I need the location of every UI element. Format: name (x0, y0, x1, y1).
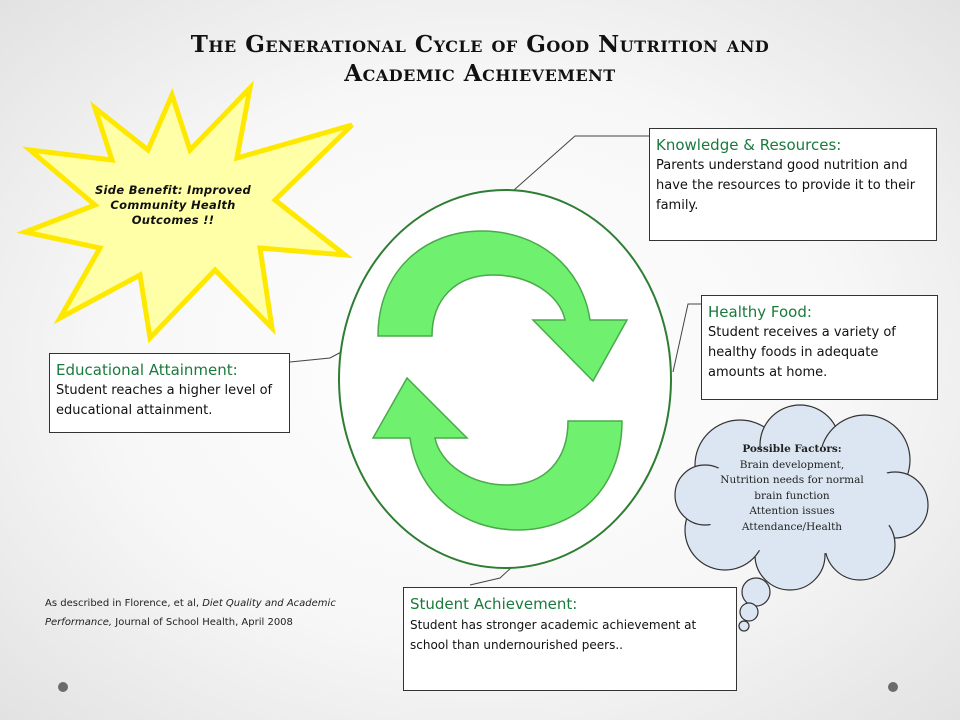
cycle-arrow-top (377, 230, 629, 383)
connector-student (469, 566, 513, 586)
healthy-food-body: Student receives a variety of healthy fo… (708, 325, 896, 380)
connector-food (672, 303, 701, 373)
bullet-dot-icon (888, 682, 898, 692)
starburst-shape (16, 80, 354, 344)
knowledge-resources-box: Knowledge & Resources: Parents understan… (649, 128, 937, 241)
student-body: Student has stronger academic achievemen… (410, 618, 697, 652)
healthy-food-box: Healthy Food: Student receives a variety… (701, 295, 938, 400)
citation-title: Diet Quality and Academic Performance, (45, 598, 336, 628)
connector-knowledge (513, 135, 649, 191)
cloud-line: Attention issues (749, 505, 835, 517)
thought-cloud (674, 404, 929, 591)
cycle-arrow-bottom (371, 376, 623, 531)
cloud-bubble-medium (739, 602, 759, 622)
healthy-food-heading: Healthy Food: (708, 303, 812, 321)
citation-prefix: As described in Florence, et al, (45, 598, 203, 609)
page-title-line1: The Generational Cycle of Good Nutrition… (190, 31, 770, 58)
student-achievement-box: Student Achievement: Student has stronge… (403, 587, 737, 691)
knowledge-body: Parents understand good nutrition and ha… (656, 158, 916, 213)
cloud-line: Nutrition needs for normal (720, 474, 864, 486)
cloud-text: Possible Factors: Brain development, Nut… (707, 442, 877, 535)
citation-suffix: Journal of School Health, April 2008 (112, 617, 293, 628)
cloud-line: Attendance/Health (741, 520, 843, 533)
educational-body: Student reaches a higher level of educat… (56, 383, 273, 418)
cloud-line: Brain development, (739, 458, 845, 471)
page-title-line2: Academic Achievement (344, 60, 616, 87)
citation: As described in Florence, et al, Diet Qu… (45, 594, 375, 632)
bullet-dot-icon (58, 682, 68, 692)
student-heading: Student Achievement: (410, 595, 578, 613)
page-title: The Generational Cycle of Good Nutrition… (80, 30, 880, 88)
starburst-text: Side Benefit: Improved Community Health … (94, 183, 252, 227)
cloud-bubble-small (738, 620, 750, 632)
cloud-bubble-large (741, 577, 771, 607)
educational-heading: Educational Attainment: (56, 361, 238, 379)
knowledge-heading: Knowledge & Resources: (656, 136, 842, 154)
cloud-line: brain function (754, 489, 830, 502)
educational-attainment-box: Educational Attainment: Student reaches … (49, 353, 290, 433)
cloud-title: Possible Factors: (742, 443, 842, 455)
connector-edu (289, 349, 346, 363)
